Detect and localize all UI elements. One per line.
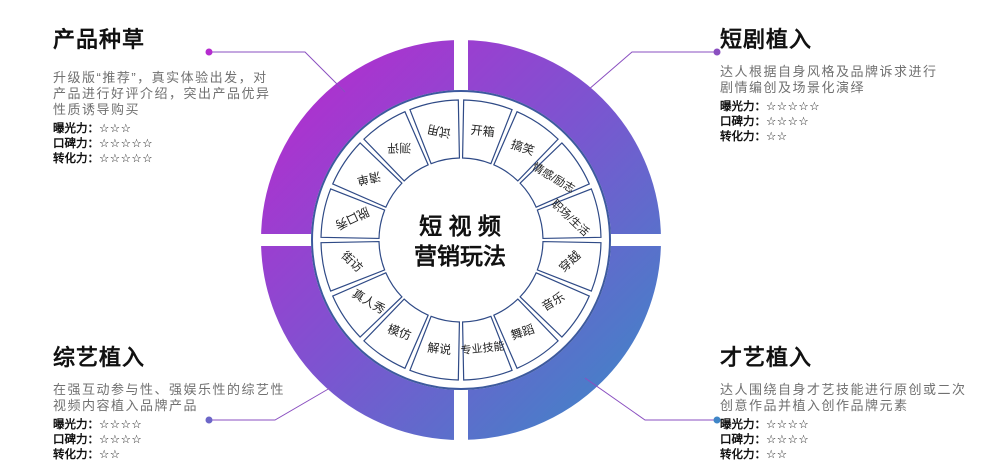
rating-label: 转化力： xyxy=(53,449,99,461)
rating-stars: ☆☆☆☆ xyxy=(99,419,143,431)
rating-reputation: 口碑力：☆☆☆☆ xyxy=(720,433,975,448)
ring-segment xyxy=(363,298,429,370)
rating-stars: ☆☆☆☆ xyxy=(99,434,143,446)
panel-description: 达人围绕自身才艺技能进行原创或二次创意作品并植入创作品牌元素 xyxy=(720,382,967,413)
connector-dot-bottom-right xyxy=(713,416,721,424)
connector-top-left xyxy=(210,51,346,93)
rating-stars: ☆☆☆ xyxy=(99,123,132,135)
ring-segment-label: 搞笑 xyxy=(509,136,537,158)
ring-segment xyxy=(320,240,386,292)
rating-stars: ☆☆☆☆☆ xyxy=(99,153,154,165)
ring-segment xyxy=(331,272,403,338)
rating-conversion: 转化力：☆☆ xyxy=(720,130,950,145)
panel-talent-show: 才艺植入 达人围绕自身才艺技能进行原创或二次创意作品并植入创作品牌元素 曝光力：… xyxy=(720,340,975,463)
rating-stars: ☆☆☆☆☆ xyxy=(766,101,821,113)
ring-segment-label: 解说 xyxy=(427,340,452,358)
rating-label: 口碑力： xyxy=(53,138,99,150)
rating-exposure: 曝光力：☆☆☆☆ xyxy=(53,418,293,433)
ring-segment xyxy=(536,240,602,292)
rating-exposure: 曝光力：☆☆☆ xyxy=(53,122,275,137)
rating-label: 曝光力： xyxy=(720,101,766,113)
inner-border-ring xyxy=(311,90,611,390)
panel-product-seeding: 产品种草 升级版“推荐”，真实体验出发，对产品进行好评介绍，突出产品优异性质诱导… xyxy=(53,22,275,167)
rating-stars: ☆☆☆☆ xyxy=(766,434,810,446)
rating-reputation: 口碑力：☆☆☆☆ xyxy=(53,433,293,448)
rating-exposure: 曝光力：☆☆☆☆ xyxy=(720,418,975,433)
ring-segment xyxy=(493,110,559,182)
panel-description: 达人根据自身风格及品牌诉求进行剧情编创及场景化演绎 xyxy=(720,64,938,95)
ring-segment xyxy=(331,142,403,208)
rating-conversion: 转化力：☆☆☆☆☆ xyxy=(53,152,275,167)
rating-stars: ☆☆☆☆ xyxy=(766,116,810,128)
ring-segment-label: 清单 xyxy=(355,169,382,188)
ring-segment-label: 测评 xyxy=(387,141,411,155)
ring-segment xyxy=(363,110,429,182)
panel-description: 升级版“推荐”，真实体验出发，对产品进行好评介绍，突出产品优异性质诱导购买 xyxy=(53,70,271,117)
ring-segment xyxy=(320,188,386,240)
connector-dot-top-left xyxy=(205,48,213,56)
rating-stars: ☆☆ xyxy=(766,449,788,461)
rating-label: 转化力： xyxy=(720,131,766,143)
rating-reputation: 口碑力：☆☆☆☆ xyxy=(720,115,950,130)
ring-segment xyxy=(493,298,559,370)
ring-segment xyxy=(519,272,591,338)
panel-description: 在强互动参与性、强娱乐性的综艺性视频内容植入品牌产品 xyxy=(53,382,286,413)
center-title-line2: 营销玩法 xyxy=(414,243,506,269)
ring-segment-label: 试用 xyxy=(426,122,453,142)
ring-segment xyxy=(409,99,461,165)
connectors xyxy=(210,51,716,421)
panel-title: 短剧植入 xyxy=(720,27,813,52)
rating-label: 口碑力： xyxy=(720,116,766,128)
rating-stars: ☆☆☆☆☆ xyxy=(99,138,154,150)
ring-segment-label: 专业技能 xyxy=(460,339,505,358)
rating-stars: ☆☆ xyxy=(766,131,788,143)
connector-top-right xyxy=(587,51,716,91)
ring-segment-label: 开箱 xyxy=(470,122,495,140)
panel-variety-show: 综艺植入 在强互动参与性、强娱乐性的综艺性视频内容植入品牌产品 曝光力：☆☆☆☆… xyxy=(53,340,293,463)
panel-title: 产品种草 xyxy=(53,27,146,52)
rating-label: 曝光力： xyxy=(53,419,99,431)
rating-stars: ☆☆☆☆ xyxy=(766,419,810,431)
panel-title: 才艺植入 xyxy=(720,345,813,370)
rating-label: 曝光力： xyxy=(53,123,99,135)
rating-label: 曝光力： xyxy=(720,419,766,431)
segment-ring: 开箱搞笑情感/励志职场/生活穿越音乐舞蹈专业技能解说模仿真人秀街访脱口秀清单测评… xyxy=(320,99,602,381)
ring-segment xyxy=(461,99,513,165)
center-title-line1: 短 视 频 xyxy=(419,213,501,239)
rating-label: 转化力： xyxy=(53,153,99,165)
ring-segment xyxy=(519,142,591,208)
rating-label: 转化力： xyxy=(720,449,766,461)
rating-exposure: 曝光力：☆☆☆☆☆ xyxy=(720,100,950,115)
connector-bottom-left xyxy=(210,387,331,421)
rating-conversion: 转化力：☆☆ xyxy=(720,448,975,463)
rating-label: 口碑力： xyxy=(720,434,766,446)
rating-reputation: 口碑力：☆☆☆☆☆ xyxy=(53,137,275,152)
connector-dot-top-right xyxy=(713,48,721,56)
panel-short-drama: 短剧植入 达人根据自身风格及品牌诉求进行剧情编创及场景化演绎 曝光力：☆☆☆☆☆… xyxy=(720,22,950,145)
connector-bottom-right xyxy=(584,377,716,421)
rating-label: 口碑力： xyxy=(53,434,99,446)
panel-title: 综艺植入 xyxy=(53,345,146,370)
ring-segment xyxy=(536,188,602,240)
ring-segment xyxy=(409,315,461,381)
ring-segment xyxy=(461,315,513,381)
rating-conversion: 转化力：☆☆ xyxy=(53,448,293,463)
connector-dot-bottom-left xyxy=(205,416,213,424)
rating-stars: ☆☆ xyxy=(99,449,121,461)
